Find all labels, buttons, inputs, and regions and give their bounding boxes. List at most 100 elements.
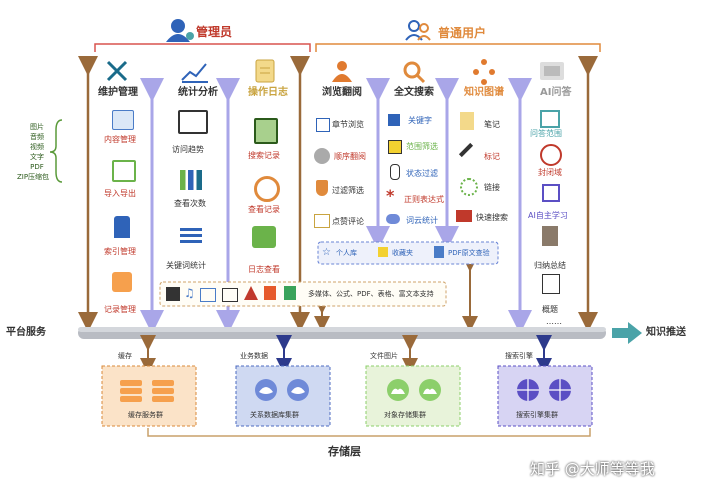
item-ai-self-learn: AI自主学习 bbox=[528, 211, 568, 220]
search-icon bbox=[403, 61, 426, 84]
view-record-icon bbox=[254, 176, 280, 202]
index-tower-icon bbox=[114, 216, 130, 238]
watermark: 知乎 @大师等等我 bbox=[530, 460, 655, 478]
file-type: 音频 bbox=[30, 133, 44, 141]
formula-icon bbox=[222, 288, 238, 302]
next-page-icon bbox=[314, 148, 330, 164]
item-like-comment: 点赞评论 bbox=[332, 217, 364, 226]
item-qa-scope: 问答范围 bbox=[530, 129, 562, 138]
file-type: 文字 bbox=[30, 153, 44, 161]
link-cache: 缓存 bbox=[118, 352, 132, 360]
col-title-knowledge-graph: 知识图谱 bbox=[464, 87, 504, 98]
item-link: 链接 bbox=[484, 183, 500, 192]
file-type: 视频 bbox=[30, 143, 44, 151]
storage-layer-label: 存储层 bbox=[328, 445, 361, 458]
admin-avatar-icon bbox=[166, 19, 194, 42]
content-manage-icon bbox=[112, 110, 134, 130]
exam-icon bbox=[542, 274, 560, 294]
ai-qa-icon bbox=[540, 62, 564, 80]
lib-personal[interactable]: 个人库 bbox=[336, 249, 357, 257]
item-record-manage: 记录管理 bbox=[104, 305, 136, 314]
item-keyword-stat: 关键词统计 bbox=[166, 261, 206, 270]
link-file-image: 文件图片 bbox=[370, 352, 398, 360]
file-type: ZIP压缩包 bbox=[16, 173, 50, 181]
link-business-data: 业务数据 bbox=[240, 352, 268, 360]
item-visit-trend: 访问趋势 bbox=[172, 145, 204, 154]
col-title-ai-qa: AI问答 bbox=[540, 87, 572, 98]
item-import-export: 导入导出 bbox=[104, 189, 136, 198]
item-status-filter: 状态过滤 bbox=[406, 169, 438, 178]
storage-object-cluster: 对象存储集群 bbox=[384, 411, 426, 419]
item-summarize: 归纳总结 bbox=[534, 261, 566, 270]
item-range-filter: 范围筛选 bbox=[406, 142, 438, 151]
file-type: PDF bbox=[30, 163, 44, 171]
item-search-record: 搜索记录 bbox=[248, 151, 280, 160]
log-icon bbox=[255, 59, 275, 83]
knowledge-push-label: 知识推送 bbox=[646, 327, 686, 338]
link-search-engine: 搜索引擎 bbox=[505, 352, 533, 360]
admin-role-label: 管理员 bbox=[196, 25, 233, 39]
item-ellipsis: …… bbox=[546, 317, 562, 326]
item-content-manage: 内容管理 bbox=[104, 135, 136, 144]
html5-icon bbox=[264, 286, 276, 300]
spreadsheet-icon bbox=[284, 286, 296, 300]
checkbox-icon bbox=[388, 140, 402, 154]
item-word-cloud: 词云统计 bbox=[406, 216, 438, 225]
storage-rdb-cluster: 关系数据库集群 bbox=[250, 411, 299, 419]
favorites-icon bbox=[378, 247, 388, 257]
storage-search-cluster: 搜索引擎集群 bbox=[516, 411, 558, 419]
item-exam: 概题 bbox=[542, 305, 558, 314]
item-chapter-browse: 章节浏览 bbox=[332, 120, 364, 129]
presentation-icon bbox=[178, 110, 208, 134]
col-title-oplog: 操作日志 bbox=[248, 87, 288, 98]
toggle-icon bbox=[390, 164, 400, 180]
film-icon bbox=[166, 287, 180, 301]
chapter-icon bbox=[316, 118, 330, 132]
word-cloud-icon bbox=[386, 214, 400, 224]
bar-chart-icon bbox=[180, 170, 202, 190]
col-title-maintenance: 维护管理 bbox=[98, 87, 138, 98]
quick-search-icon bbox=[456, 210, 472, 222]
pdf-icon bbox=[244, 286, 258, 300]
user-role-label: 普通用户 bbox=[438, 26, 487, 40]
user-avatar-icon bbox=[405, 20, 431, 41]
platform-service-label: 平台服务 bbox=[6, 327, 46, 338]
calendar-icon bbox=[252, 226, 276, 248]
item-closed-domain: 封闭域 bbox=[538, 168, 562, 177]
book-read-icon bbox=[332, 61, 352, 82]
item-index-manage: 索引管理 bbox=[104, 247, 136, 256]
star-icon: ☆ bbox=[322, 247, 331, 258]
col-title-fulltext: 全文搜索 bbox=[394, 87, 434, 98]
graph-icon bbox=[473, 59, 495, 85]
lib-pdf-verify[interactable]: PDF原文查验 bbox=[448, 249, 490, 257]
import-export-icon bbox=[112, 160, 136, 182]
item-filter: 过滤筛选 bbox=[332, 186, 364, 195]
note-icon bbox=[460, 112, 474, 130]
chart-up-icon bbox=[181, 63, 208, 83]
music-icon: ♫ bbox=[184, 286, 195, 300]
file-type-list: 图片 音频 视频 文字 PDF ZIP压缩包 bbox=[17, 122, 54, 182]
keyword-icon bbox=[388, 114, 400, 126]
link-network-icon bbox=[460, 178, 478, 196]
summary-icon bbox=[542, 226, 558, 246]
multimedia-label: 多媒体、公式、PDF、表格、富文本支持 bbox=[308, 290, 434, 298]
pdf-doc-icon bbox=[434, 246, 444, 258]
item-view-record: 查看记录 bbox=[248, 205, 280, 214]
asterisk-icon: * bbox=[386, 186, 395, 205]
comment-icon bbox=[314, 214, 330, 228]
record-manage-icon bbox=[112, 272, 132, 292]
item-log-view: 日志查看 bbox=[248, 265, 280, 274]
lib-favorites[interactable]: 收藏夹 bbox=[392, 249, 413, 257]
closed-domain-icon bbox=[540, 144, 562, 166]
flask-icon bbox=[316, 180, 328, 196]
item-note: 笔记 bbox=[484, 120, 500, 129]
image-icon bbox=[200, 288, 216, 302]
qa-scope-icon bbox=[540, 110, 560, 128]
file-type: 图片 bbox=[30, 123, 44, 131]
item-mark: 标记 bbox=[484, 152, 500, 161]
item-regex: 正则表达式 bbox=[404, 195, 444, 204]
col-title-statistics: 统计分析 bbox=[178, 87, 218, 98]
ai-learn-icon bbox=[542, 184, 560, 202]
col-title-browse: 浏览翻阅 bbox=[322, 87, 362, 98]
item-keyword: 关键字 bbox=[408, 116, 432, 125]
